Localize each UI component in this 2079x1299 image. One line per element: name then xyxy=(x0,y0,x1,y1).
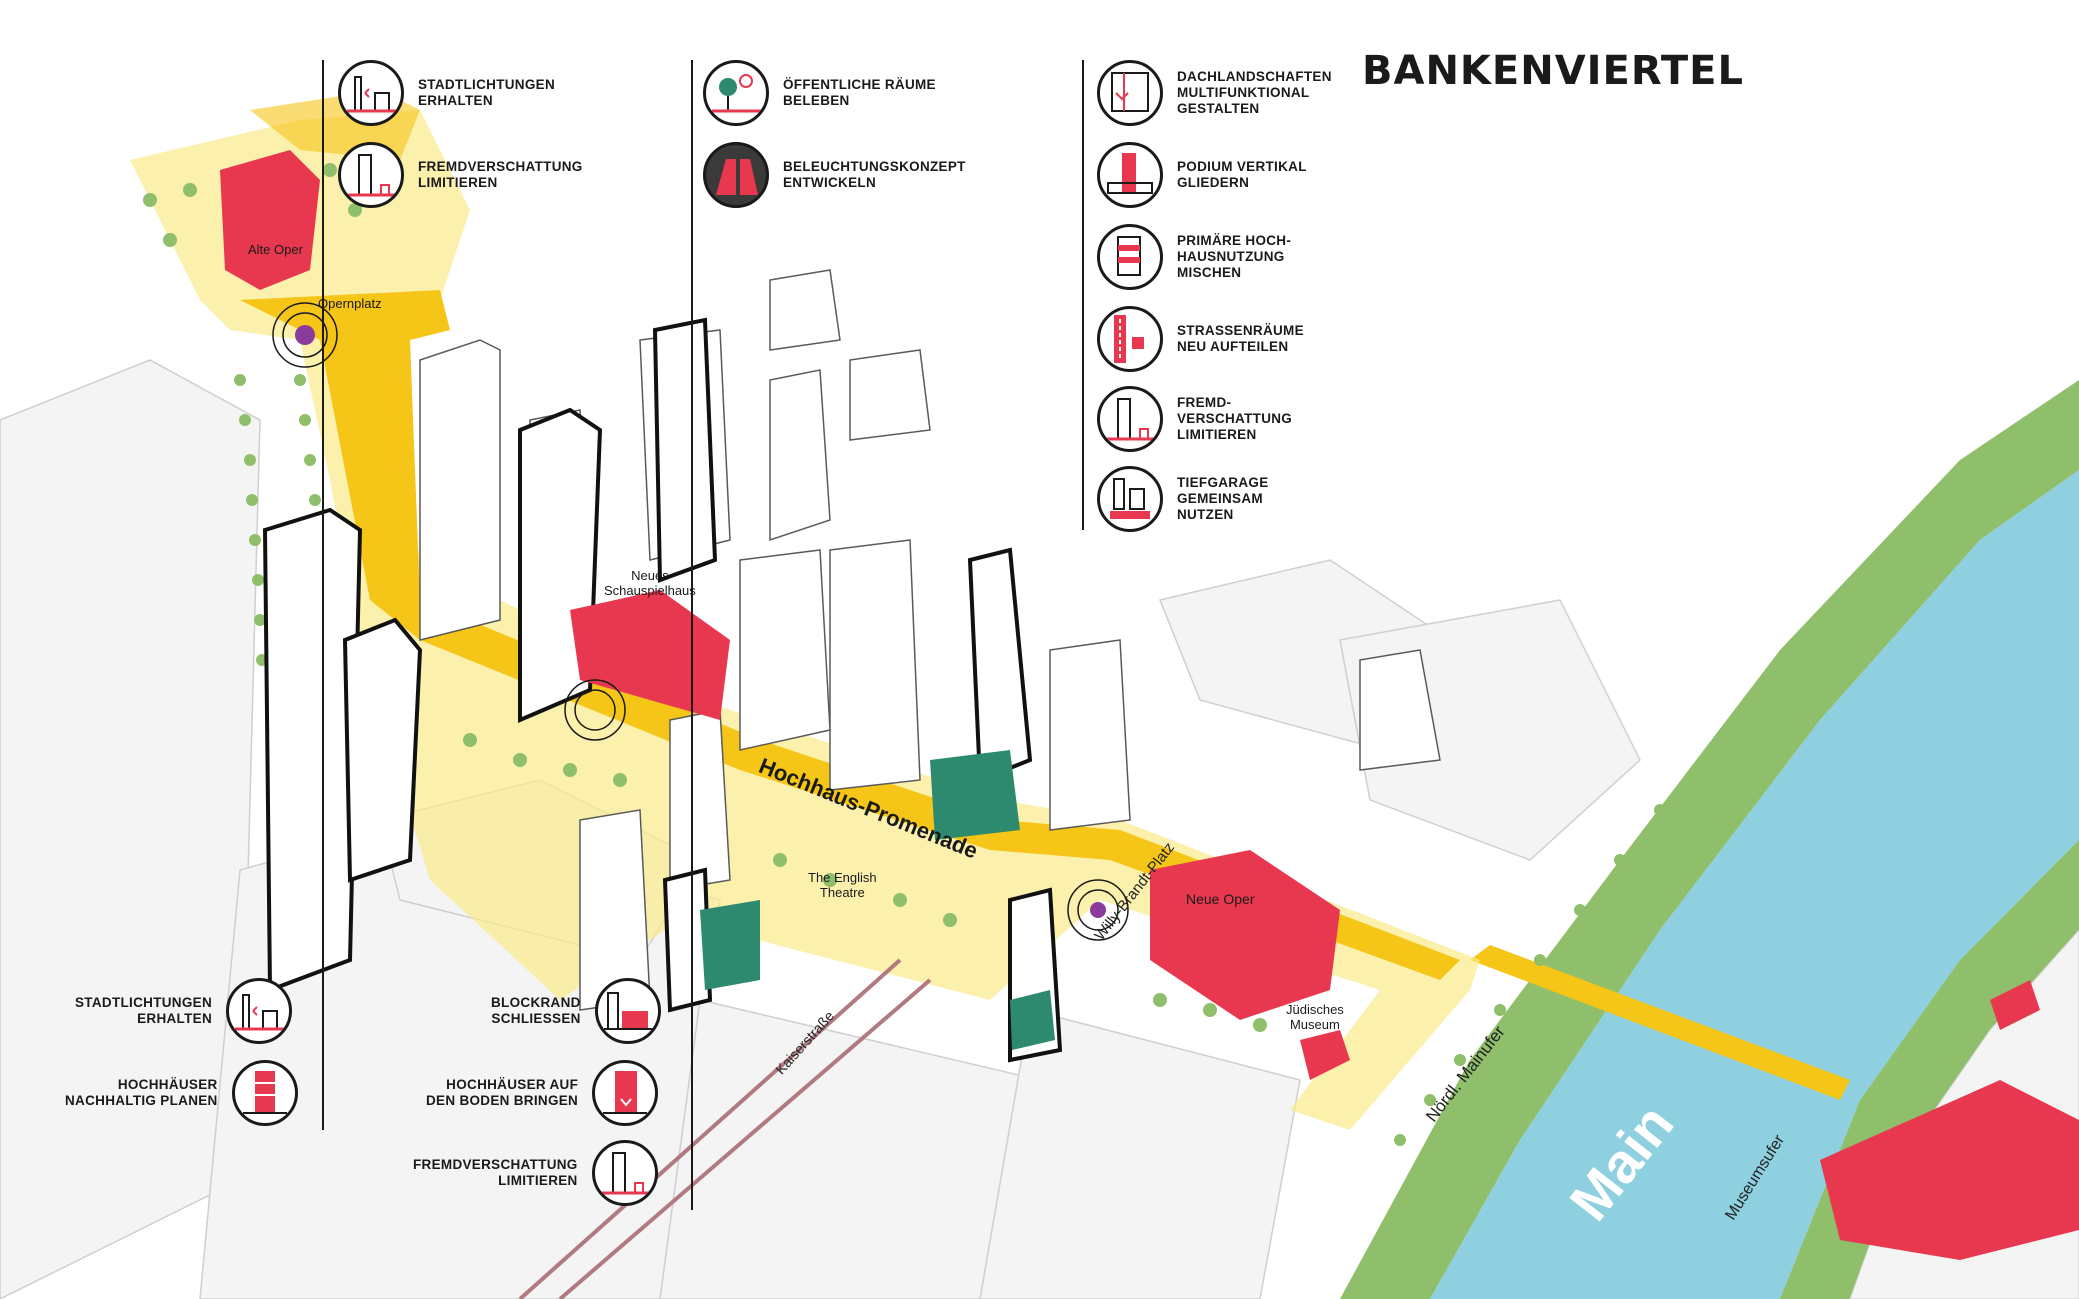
heritage-buildings xyxy=(700,750,1055,1050)
opernplatz-marker-icon xyxy=(295,325,315,345)
legend-text: FREMDVERSCHATTUNG LIMITIEREN xyxy=(418,159,583,190)
legend-item: BELEUCHTUNGSKONZEPT ENTWICKELN xyxy=(703,142,966,208)
legend-text: TIEFGARAGE GEMEINSAM NUTZEN xyxy=(1177,475,1269,522)
legend-text: PODIUM VERTIKAL GLIEDERN xyxy=(1177,159,1307,190)
legend-text: HOCHHÄUSER AUF DEN BODEN BRINGEN xyxy=(426,1077,579,1108)
clearing-icon xyxy=(338,60,404,126)
main-river xyxy=(1430,470,2079,1299)
legend-item: BLOCKRAND SCHLIESSEN xyxy=(491,978,661,1044)
legend-text: FREMDVERSCHATTUNG LIMITIEREN xyxy=(413,1157,578,1188)
legend-item: PRIMÄRE HOCH- HAUSNUTZUNG MISCHEN xyxy=(1097,224,1291,290)
legend-text: STADTLICHTUNGEN ERHALTEN xyxy=(75,995,212,1026)
block-edge-icon xyxy=(594,978,661,1044)
public-space-icon xyxy=(703,60,769,126)
lighting-icon xyxy=(703,142,769,208)
sustainable-tower-icon xyxy=(231,1060,298,1126)
legend-item: ÖFFENTLICHE RÄUME BELEBEN xyxy=(703,60,936,126)
legend-item: FREMD- VERSCHATTUNG LIMITIEREN xyxy=(1097,386,1292,452)
podium-icon xyxy=(1097,142,1163,208)
street-space-icon xyxy=(1097,306,1163,372)
legend-item: STADTLICHTUNGEN ERHALTEN xyxy=(75,978,292,1044)
label-schauspielhaus: Neues Schauspielhaus xyxy=(604,568,696,598)
legend-text: ÖFFENTLICHE RÄUME BELEBEN xyxy=(783,77,936,108)
legend-item: DACHLANDSCHAFTEN MULTIFUNKTIONAL GESTALT… xyxy=(1097,60,1332,126)
legend-text: BLOCKRAND SCHLIESSEN xyxy=(491,995,581,1026)
legend-text: STRASSENRÄUME NEU AUFTEILEN xyxy=(1177,323,1304,354)
leader-line xyxy=(1082,60,1084,530)
legend-text: HOCHHÄUSER NACHHALTIG PLANEN xyxy=(65,1077,218,1108)
legend-text: BELEUCHTUNGSKONZEPT ENTWICKELN xyxy=(783,159,966,190)
garage-icon xyxy=(1097,466,1163,532)
leader-line xyxy=(322,60,324,1130)
roofscape-icon xyxy=(1097,60,1163,126)
shadow-icon xyxy=(338,142,404,208)
legend-item: PODIUM VERTIKAL GLIEDERN xyxy=(1097,142,1307,208)
label-english-theatre: The English Theatre xyxy=(808,870,877,900)
mixed-use-icon xyxy=(1097,224,1163,290)
plaza-markers xyxy=(272,302,1129,941)
page-title: BANKENVIERTEL xyxy=(1362,48,1744,94)
legend-text: STADTLICHTUNGEN ERHALTEN xyxy=(418,77,555,108)
legend-text: FREMD- VERSCHATTUNG LIMITIEREN xyxy=(1177,395,1293,442)
north-river-bank xyxy=(1340,380,2079,1299)
legend-item: HOCHHÄUSER AUF DEN BODEN BRINGEN xyxy=(426,1060,659,1126)
legend-text: DACHLANDSCHAFTEN MULTIFUNKTIONAL GESTALT… xyxy=(1177,69,1332,116)
legend-item: STADTLICHTUNGEN ERHALTEN xyxy=(338,60,555,126)
shadow-icon xyxy=(591,1140,658,1206)
rail-tracks xyxy=(518,958,932,1299)
label-juedisches-museum: Jüdisches Museum xyxy=(1286,1002,1344,1032)
cultural-buildings xyxy=(220,150,2079,1260)
legend-item: TIEFGARAGE GEMEINSAM NUTZEN xyxy=(1097,466,1269,532)
legend-item: STRASSENRÄUME NEU AUFTEILEN xyxy=(1097,306,1304,372)
label-neue-oper: Neue Oper xyxy=(1186,891,1255,907)
label-alte-oper: Alte Oper xyxy=(248,242,303,257)
legend-item: FREMDVERSCHATTUNG LIMITIEREN xyxy=(338,142,583,208)
legend-item: FREMDVERSCHATTUNG LIMITIEREN xyxy=(413,1140,658,1206)
tower-ground-icon xyxy=(592,1060,659,1126)
footbridge xyxy=(1470,945,1850,1100)
legend-text: PRIMÄRE HOCH- HAUSNUTZUNG MISCHEN xyxy=(1177,233,1292,280)
legend-item: HOCHHÄUSER NACHHALTIG PLANEN xyxy=(65,1060,298,1126)
label-opernplatz: Opernplatz xyxy=(318,296,382,311)
leader-line xyxy=(691,60,693,1210)
willy-brandt-marker-icon xyxy=(1090,902,1106,918)
clearing-icon xyxy=(226,978,292,1044)
shadow-icon xyxy=(1097,386,1163,452)
